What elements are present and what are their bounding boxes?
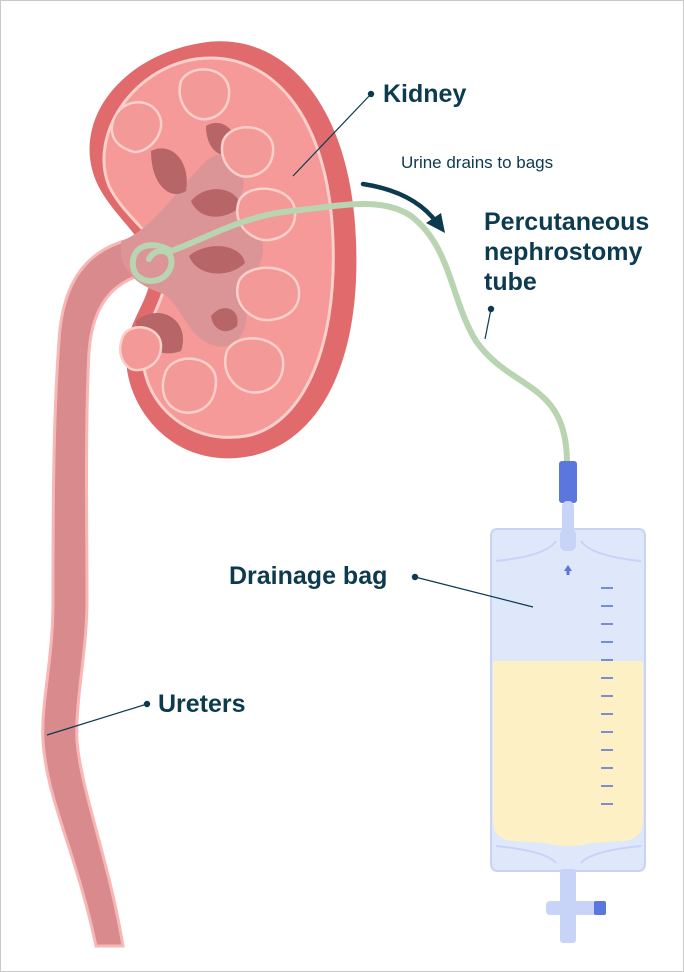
- bag-valve: [546, 901, 602, 915]
- urine-drains-label: Urine drains to bags: [401, 153, 553, 173]
- bag-inlet: [560, 529, 576, 551]
- tube-connector: [559, 461, 577, 503]
- kidney: [90, 41, 357, 458]
- drainage-bag-label: Drainage bag: [229, 561, 387, 591]
- tube-leader: [485, 309, 491, 339]
- renal-pyramid: [237, 268, 299, 320]
- drainage-bag: [491, 529, 645, 943]
- renal-pyramid: [225, 338, 283, 392]
- renal-pyramid: [180, 69, 229, 119]
- renal-pyramid: [222, 127, 273, 176]
- ureters-label: Ureters: [158, 689, 246, 719]
- tube-leader-dot: [488, 306, 494, 312]
- bag-urine: [493, 661, 643, 846]
- bag-valve-cap: [594, 901, 606, 915]
- nephrostomy-tube-label: Percutaneous nephrostomy tube: [484, 207, 649, 297]
- drainage-bag-leader-dot: [412, 574, 418, 580]
- kidney-label: Kidney: [383, 79, 466, 109]
- ureters-leader-dot: [144, 701, 150, 707]
- renal-pyramid: [163, 359, 216, 413]
- kidney-leader-dot: [368, 91, 374, 97]
- renal-pyramid: [120, 327, 161, 370]
